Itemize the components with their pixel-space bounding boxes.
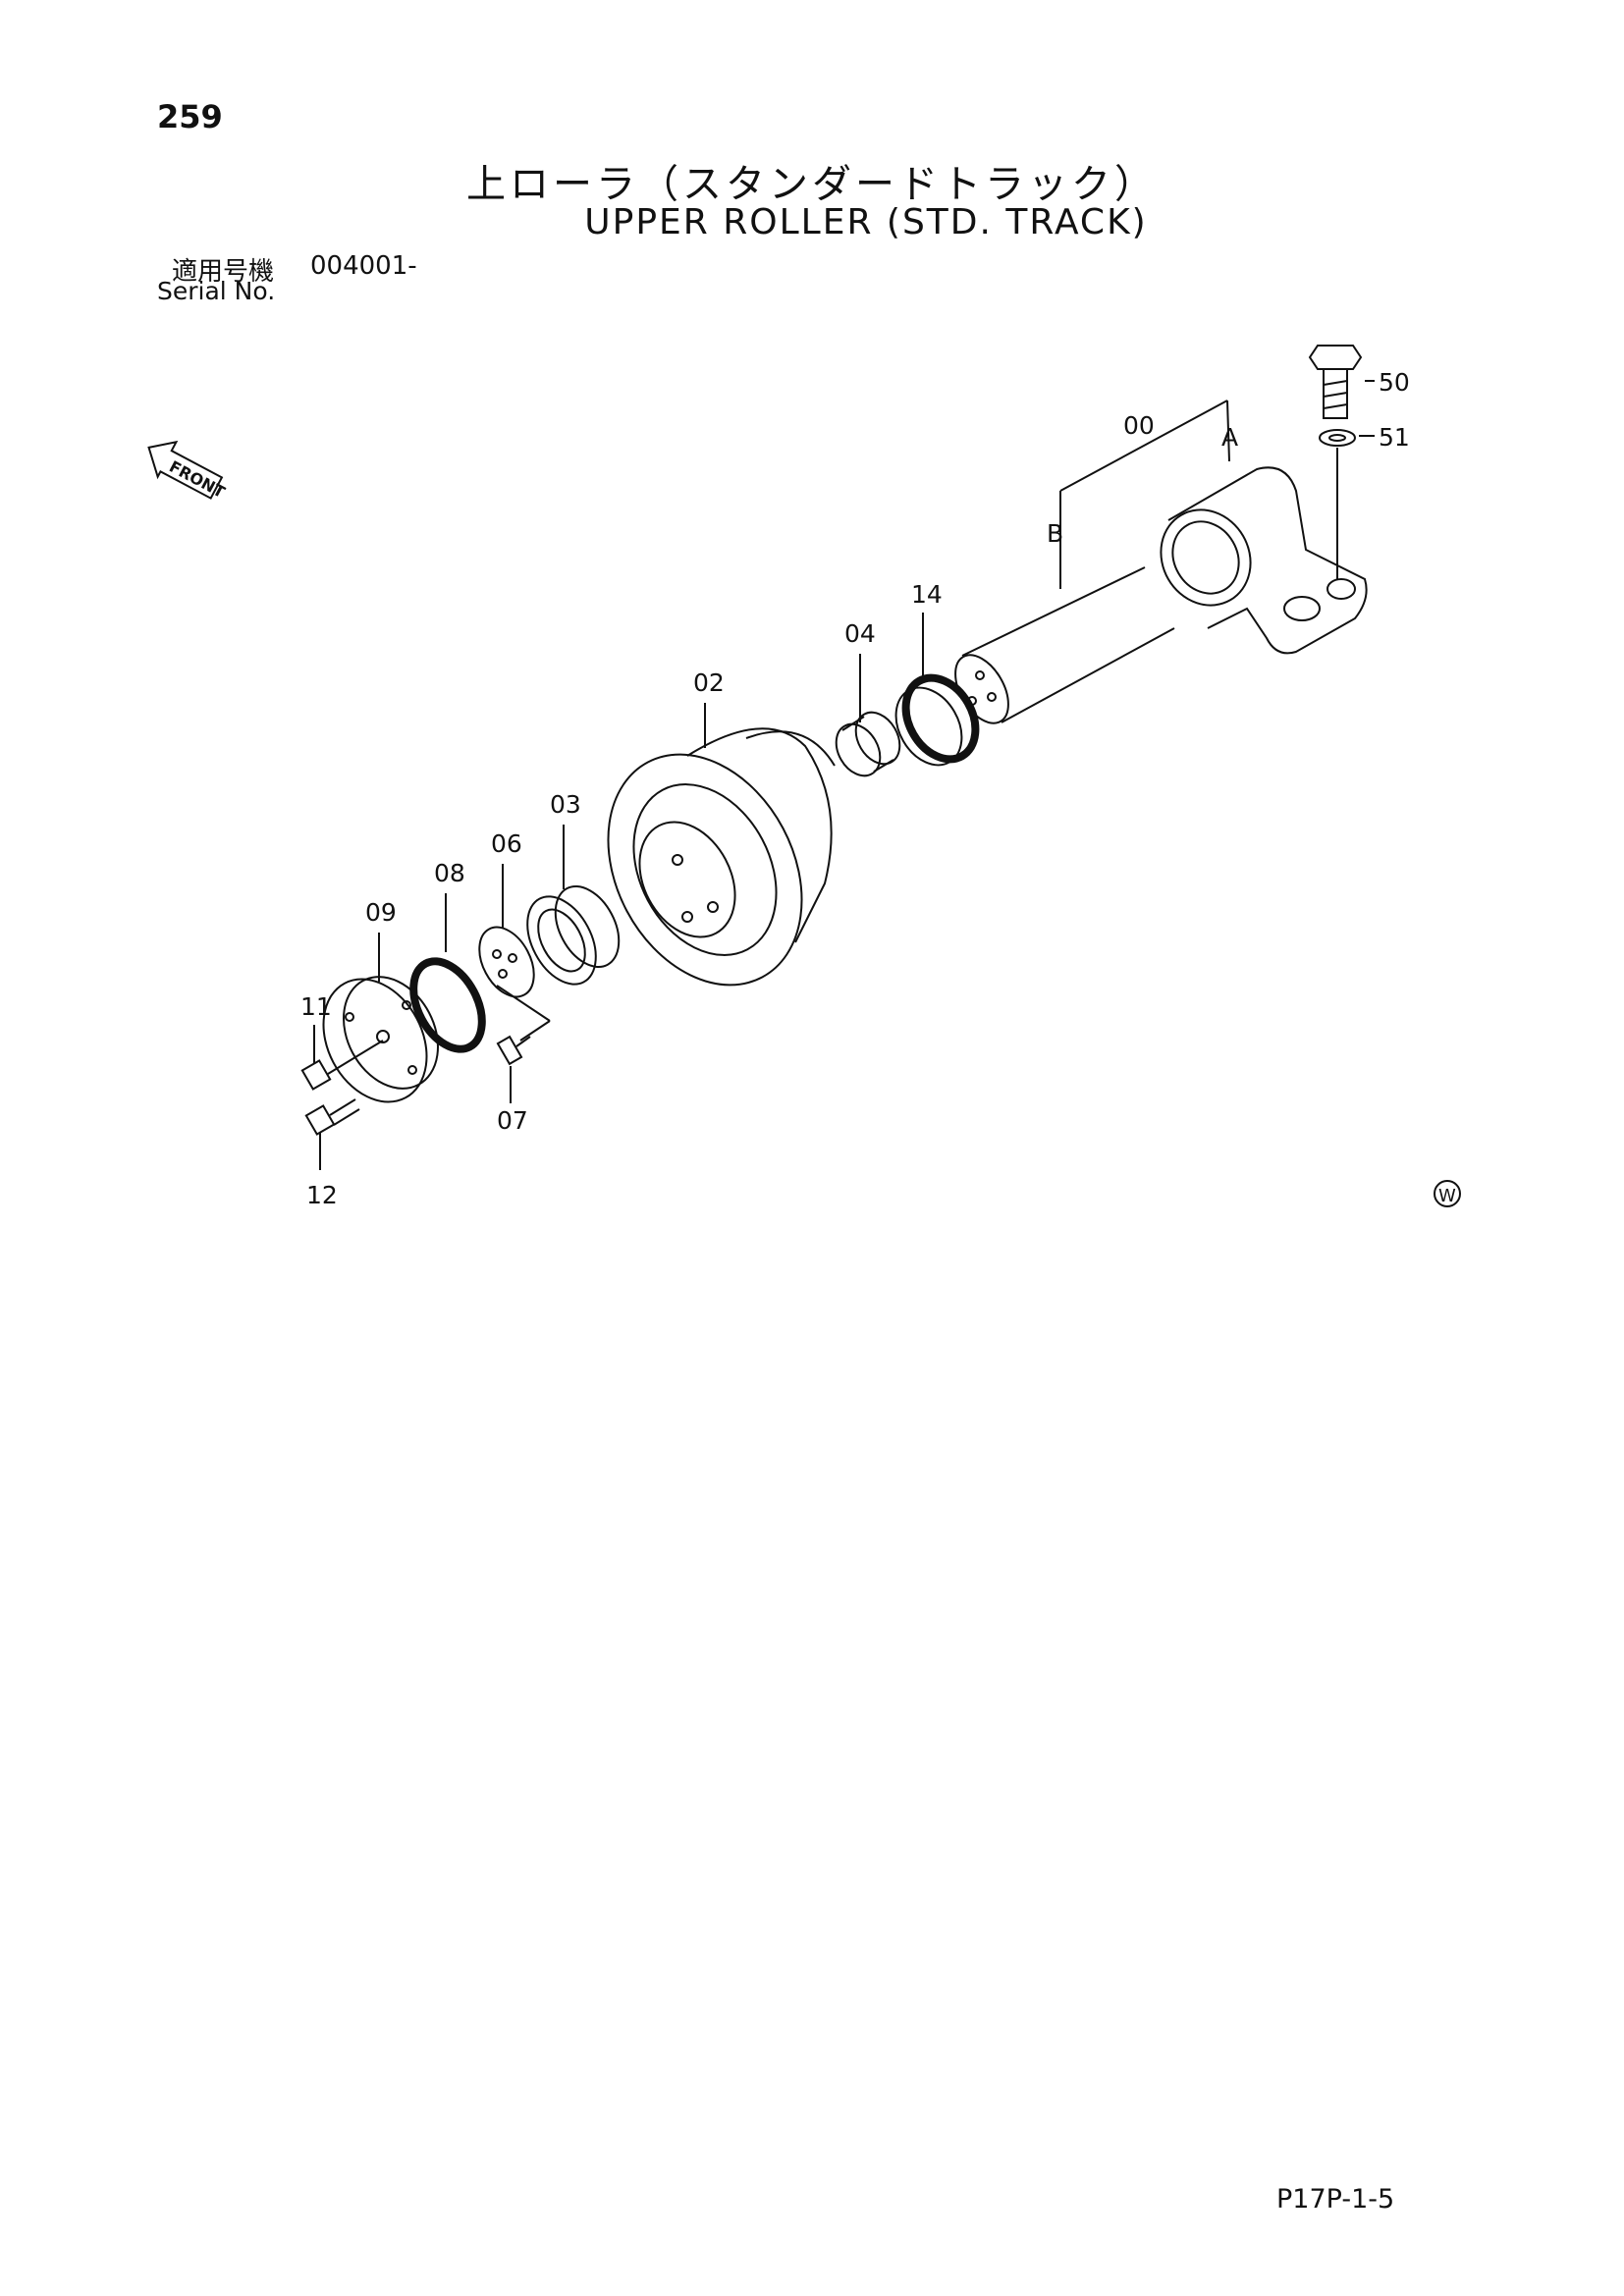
part-B-shaft — [954, 566, 1175, 724]
callout-14: 14 — [911, 580, 943, 609]
callout-07: 07 — [497, 1106, 528, 1135]
part-12-bolt — [304, 1098, 360, 1136]
serial-range: 004001- — [310, 251, 417, 281]
callout-06: 06 — [491, 829, 522, 858]
callout-B: B — [1047, 519, 1063, 548]
part-04-bushing — [835, 711, 901, 777]
callout-12: 12 — [306, 1181, 338, 1209]
part-51-washer — [1319, 429, 1356, 447]
part-A-bracket-housing — [1160, 466, 1368, 655]
part-50-bolt — [1308, 345, 1363, 419]
callout-02: 02 — [693, 668, 725, 697]
callout-A: A — [1221, 423, 1238, 452]
serial-label-japanese: 適用号機 — [172, 257, 275, 287]
page-title-japanese: 上ローラ（スタンダードトラック） — [466, 162, 1158, 207]
footer-page-code: P17P-1-5 — [1276, 2184, 1395, 2215]
callout-11: 11 — [300, 992, 332, 1021]
page-number: 259 — [157, 98, 223, 135]
callout-08: 08 — [434, 859, 465, 887]
part-11-bolt — [300, 1040, 384, 1091]
callout-51: 51 — [1379, 423, 1410, 452]
callout-03: 03 — [550, 790, 581, 819]
part-06-plate — [478, 926, 535, 998]
callout-04: 04 — [844, 619, 876, 648]
callout-50: 50 — [1379, 368, 1410, 397]
serial-label-english: Serial No. — [157, 277, 276, 305]
part-08-o-ring — [409, 957, 486, 1053]
brand-mark-letter: W — [1438, 1186, 1456, 1206]
part-09-cover — [322, 976, 439, 1103]
front-arrow-icon: FRONT — [147, 440, 228, 502]
brand-mark-icon: W — [1434, 1180, 1461, 1207]
page-title-english: UPPER ROLLER (STD. TRACK) — [584, 202, 1148, 242]
part-02-roller — [607, 727, 836, 987]
part-07-bolt — [496, 1035, 531, 1066]
part-03-collar — [526, 884, 621, 986]
callout-00: 00 — [1123, 411, 1155, 440]
part-14-floating-seal — [894, 673, 980, 767]
callout-09: 09 — [365, 898, 397, 927]
